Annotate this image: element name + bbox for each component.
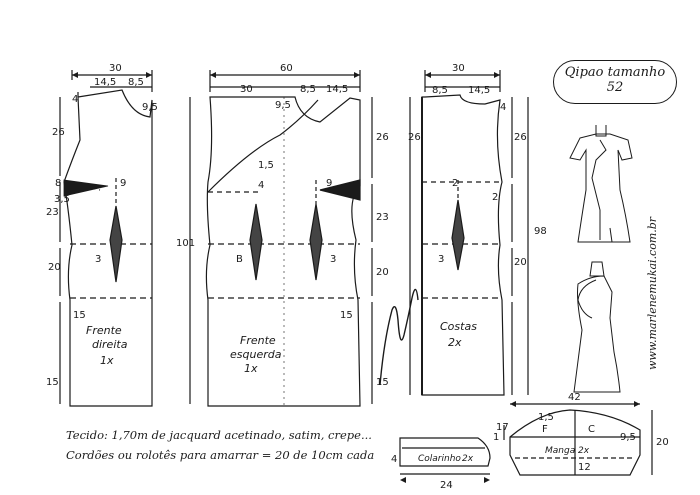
dim-side-26c: 26: [408, 132, 421, 143]
dim-dart-3a: 3: [95, 254, 101, 265]
signature: [379, 288, 419, 386]
dim-side-26b: 26: [376, 132, 389, 143]
dim-sleeve-9-5: 9,5: [620, 432, 636, 443]
dim-dart-2b: 2: [492, 192, 498, 203]
dim-neck-4b: 4: [500, 102, 506, 113]
dim-dart-15a: 15: [73, 310, 86, 321]
dim-sleeve-42: 42: [568, 392, 581, 403]
dim-collar-1: 1: [493, 432, 499, 443]
dim-side-20c: 20: [514, 257, 527, 268]
website-url: www.marlenemukai.com.br: [646, 216, 659, 370]
label-sleeve-qty: 2x: [578, 446, 590, 456]
dim-side-15c: 15: [340, 310, 353, 321]
dim-top-30b: 30: [240, 84, 253, 95]
label-sleeve: Manga: [545, 446, 575, 456]
dim-front-F: F: [542, 424, 548, 435]
dim-side-26a: 26: [52, 127, 65, 138]
label-front-right-qty: 1x: [100, 354, 114, 367]
dim-side-20b: 20: [376, 267, 389, 278]
label-front-left-qty: 1x: [244, 362, 258, 375]
label-front-right: Frente: [86, 324, 122, 337]
dress-sketch-front: [569, 125, 633, 243]
dim-side-26d: 26: [514, 132, 527, 143]
dim-collar-4: 4: [391, 454, 397, 465]
dim-sleeve-20: 20: [656, 437, 669, 448]
front-right-piece: [63, 89, 153, 407]
pattern-title: Qipao tamanho 52: [553, 60, 677, 104]
dim-neck-4: 4: [72, 94, 78, 105]
dim-top-14-5c: 14,5: [468, 85, 490, 96]
dress-sketch-back: [573, 261, 621, 393]
dim-side-15a: 15: [46, 377, 59, 388]
title-line-2: 52: [606, 80, 624, 95]
label-front-right-2: direita: [92, 338, 128, 351]
dim-dart-2a: 2: [452, 178, 458, 189]
dim-length-98: 98: [534, 226, 547, 237]
label-front-left-2: esquerda: [230, 348, 282, 361]
dim-front-C: C: [588, 424, 595, 435]
dim-top-30a: 30: [109, 63, 122, 74]
dim-top-14-5b: 14,5: [326, 84, 348, 95]
dim-top-8-5b: 8,5: [300, 84, 316, 95]
dim-dart-3-5: 3,5: [54, 194, 70, 205]
dim-dart-1-5: 1,5: [258, 160, 274, 171]
dim-sleeve-12: 12: [578, 462, 591, 473]
dim-side-23a: 23: [46, 207, 59, 218]
dim-dart-8: 8: [55, 178, 61, 189]
cords-note: Cordões ou rolotês para amarrar = 20 de …: [66, 448, 375, 462]
fabric-note: Tecido: 1,70m de jacquard acetinado, sat…: [66, 428, 372, 442]
dim-top-8-5a: 8,5: [128, 77, 144, 88]
dim-neck-9-5a: 9,5: [142, 102, 158, 113]
dim-dart-9b: 9: [326, 178, 332, 189]
label-front-left: Frente: [240, 334, 276, 347]
dim-length-101: 101: [176, 238, 195, 249]
dim-top-8-5c: 8,5: [432, 85, 448, 96]
dim-top-60: 60: [280, 63, 293, 74]
sleeve-piece: [503, 403, 653, 476]
front-left-piece: [205, 96, 361, 407]
collar-piece: [399, 437, 491, 475]
dim-top-30c: 30: [452, 63, 465, 74]
dim-collar-24: 24: [440, 480, 453, 491]
dim-sleeve-17: 17: [496, 422, 509, 433]
label-collar-qty: 2x: [462, 454, 474, 464]
dim-dart-4: 4: [258, 180, 264, 191]
dim-side-23b: 23: [376, 212, 389, 223]
dim-top-14-5a: 14,5: [94, 77, 116, 88]
label-back-qty: 2x: [448, 336, 462, 349]
dim-front-B: B: [236, 254, 243, 265]
back-piece: [409, 94, 505, 396]
dim-dart-9a: 9: [120, 178, 126, 189]
dim-sleeve-1-5: 1,5: [538, 412, 554, 423]
label-back: Costas: [440, 320, 477, 333]
dim-neck-9-5b: 9,5: [275, 100, 291, 111]
dim-dart-3b: 3: [330, 254, 336, 265]
dim-side-20a: 20: [48, 262, 61, 273]
label-collar: Colarinho: [418, 454, 461, 464]
dim-side-15b: 15: [376, 377, 389, 388]
dim-dart-3c: 3: [438, 254, 444, 265]
title-line-1: Qipao tamanho: [564, 65, 666, 80]
